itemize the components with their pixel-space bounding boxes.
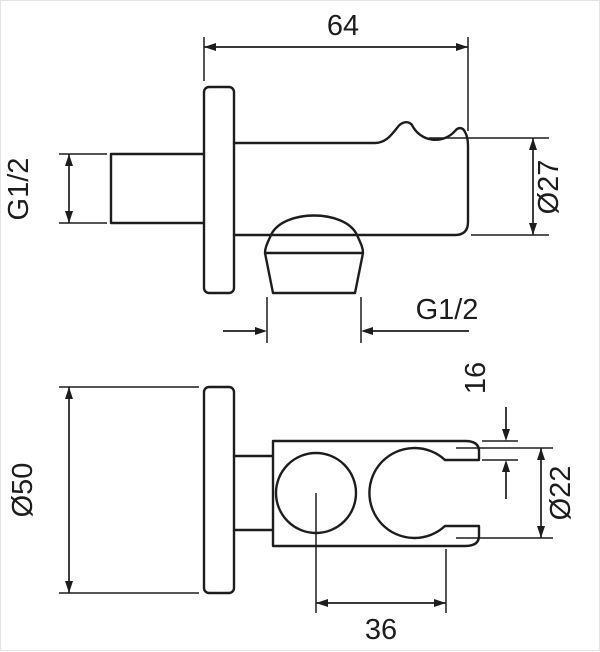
dim-50-arrow-top bbox=[65, 387, 73, 399]
dim-inlet-extension-lines bbox=[59, 153, 107, 224]
dim-64-arrow-left bbox=[204, 43, 216, 51]
dim-22-label: Ø22 bbox=[545, 466, 577, 521]
dim-27-extension-lines bbox=[429, 137, 549, 236]
front-view: Ø50 16 Ø22 36 bbox=[7, 362, 577, 646]
dim-27-label: Ø27 bbox=[533, 160, 565, 215]
dim-outlet-arrow-right bbox=[361, 327, 373, 335]
dim-27-arrow-bottom bbox=[529, 223, 537, 235]
dim-27-arrow-top bbox=[529, 138, 537, 150]
dim-outlet-extension-lines bbox=[266, 297, 362, 343]
dim-inlet-arrow-bottom bbox=[65, 211, 73, 223]
dimension-holder-diameter: Ø27 bbox=[429, 137, 565, 236]
dim-22-arrow-bottom bbox=[537, 526, 545, 538]
dim-16-arrow-top bbox=[502, 429, 510, 441]
dimension-inlet-thread: G1/2 bbox=[3, 153, 107, 224]
front-neck bbox=[232, 454, 275, 532]
side-body-outline bbox=[232, 120, 470, 237]
dim-50-extension-lines bbox=[59, 386, 199, 594]
dimension-flange-diameter: Ø50 bbox=[7, 386, 199, 594]
dimension-bore: Ø22 bbox=[456, 447, 577, 539]
side-flange bbox=[202, 85, 236, 295]
dim-inlet-arrow-top bbox=[65, 154, 73, 166]
dim-64-extension-lines bbox=[203, 37, 469, 131]
dim-64-label: 64 bbox=[327, 10, 359, 42]
dim-22-arrow-top bbox=[537, 448, 545, 460]
dimension-outlet-thread: G1/2 bbox=[223, 294, 478, 343]
dim-16-label: 16 bbox=[460, 362, 492, 394]
side-outlet-boss bbox=[269, 214, 359, 237]
dim-outlet-label: G1/2 bbox=[416, 294, 479, 326]
front-body-outline bbox=[271, 439, 481, 548]
side-outlet-nipple bbox=[263, 233, 365, 295]
side-inlet-stem bbox=[109, 152, 206, 225]
dim-22-extension-lines bbox=[456, 447, 553, 539]
dim-inlet-label: G1/2 bbox=[3, 158, 35, 221]
dimension-opening: 16 bbox=[460, 362, 518, 499]
dim-16-extension-lines bbox=[482, 440, 518, 461]
dim-36-label: 36 bbox=[365, 614, 397, 646]
dimension-64: 64 bbox=[203, 10, 469, 131]
dim-16-arrow-bottom bbox=[502, 460, 510, 472]
dim-64-arrow-right bbox=[456, 43, 468, 51]
dim-36-arrow-right bbox=[434, 599, 446, 607]
front-flange bbox=[202, 385, 236, 595]
dim-50-arrow-bottom bbox=[65, 581, 73, 593]
dim-outlet-arrow-left bbox=[255, 327, 267, 335]
dim-36-arrow-left bbox=[316, 599, 328, 607]
dim-50-label: Ø50 bbox=[7, 463, 39, 518]
dimension-offset: 36 bbox=[316, 549, 447, 646]
side-view: 64 G1/2 Ø27 G1/2 bbox=[3, 10, 565, 343]
